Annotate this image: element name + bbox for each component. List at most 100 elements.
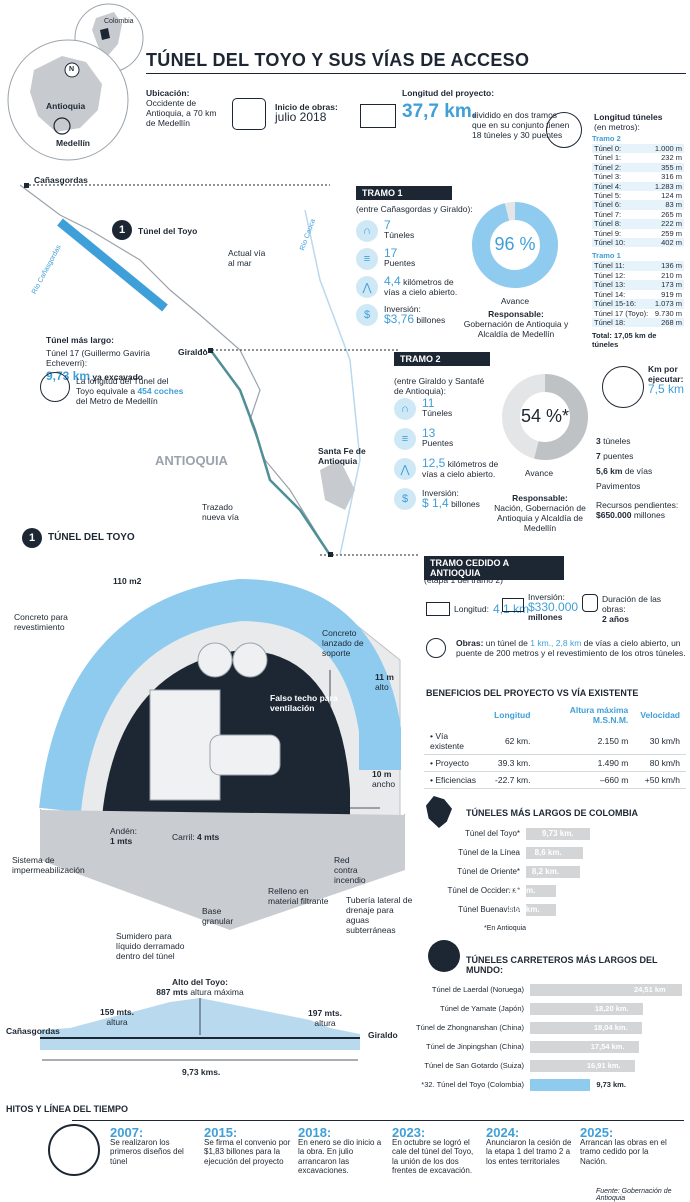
tramo1-km-n: 4,4: [384, 274, 401, 288]
tramo1-tuneles-n: 7: [384, 218, 391, 232]
tramo2-resp: Responsable: Nación, Gobernación de Anti…: [484, 493, 596, 533]
map-actual-via: Actual vía al mar: [228, 248, 266, 268]
mundo-tuneles-title: TÚNELES CARRETEROS MÁS LARGOS DEL MUNDO:: [466, 955, 658, 975]
bar-category-label: Túnel de Zhongnanshan (China): [416, 1023, 524, 1032]
timeline-text: Arrancan las obras en el tramo cedido po…: [580, 1137, 667, 1166]
timeline-text: En octubre se logró el cale del túnel de…: [392, 1137, 474, 1176]
tramo2-donut: [502, 374, 588, 460]
tunnel-length-value: 210 m: [661, 270, 682, 280]
bar-category-label: *32. Túnel del Toyo (Colombia): [421, 1080, 524, 1089]
perfil-right-text: altura: [314, 1018, 336, 1028]
tramo1-inv-unit: billones: [416, 315, 446, 325]
table-cell: • Eficiencias: [424, 771, 489, 789]
cedido-obras-1: un túnel de: [485, 638, 528, 648]
perfil-left-text: altura: [106, 1017, 128, 1027]
cedido-inv-label: Inversión:: [528, 592, 565, 602]
tunnel-length-value: 268 m: [661, 317, 682, 327]
bar-value-label: 18,04 km.: [593, 1023, 628, 1032]
bar-value-label: 8,2 km.: [531, 867, 560, 876]
tunel-ancho-n: 10 m: [372, 769, 392, 779]
tramo2-puentes: Puentes: [422, 438, 454, 448]
bar-value-label: 16,91 km.: [586, 1061, 621, 1070]
tunnel-length-row: Túnel 18:268 m: [592, 317, 684, 328]
tramo1-resp: Responsable: Gobernación de Antioquia y …: [460, 309, 572, 339]
timeline-item: 2007:Se realizaron los primeros diseños …: [110, 1125, 198, 1166]
locator-map-svg: [7, 3, 144, 161]
road-icon: ⋀: [394, 458, 416, 480]
globe-icon: [428, 940, 460, 972]
timeline-year: 2007:: [110, 1125, 144, 1140]
bar-value-label: 9,73 km.: [542, 829, 574, 838]
tunnel-name: Túnel 12:: [594, 270, 626, 280]
tunnel-length-row: Túnel 7:265 m: [592, 209, 684, 220]
tunnel-name: Túnel 15-16:: [594, 299, 637, 309]
tunel-anden: Andén:1 mts: [110, 826, 137, 846]
money-icon: $: [356, 304, 378, 326]
beneficios-header: Longitud: [494, 710, 531, 720]
bar: [526, 828, 590, 840]
tunel-concreto-rev: Concreto para revestimiento: [14, 612, 68, 632]
bar-category-label: Túnel de San Gotardo (Suiza): [424, 1061, 524, 1070]
perfil-alto-text: altura máxima: [190, 987, 244, 997]
bar-row: Túnel de San Gotardo (Suiza) 16,91 km.: [416, 1058, 686, 1077]
tunnel-name: Túnel 5:: [594, 191, 622, 201]
largo-text: Túnel 17 (Guillermo Gaviria Echeverri):: [46, 348, 150, 368]
hitos-line: [72, 1120, 684, 1121]
bar-row: Túnel de Yamate (Japón)18,20 km.: [416, 1001, 686, 1020]
perfil-right-place: Giraldo: [368, 1030, 398, 1040]
tunnel-length-value: 173 m: [661, 280, 682, 290]
timeline-item: 2025:Arrancan las obras en el tramo cedi…: [580, 1126, 668, 1166]
bar-category-label: Túnel de la Línea: [458, 848, 520, 857]
bar-category-label: Túnel de Yamate (Japón): [440, 1004, 524, 1013]
tramo1-donut: [472, 202, 558, 288]
tunnel-length-row: Túnel 1:232 m: [592, 153, 684, 163]
tunel-carril: Carril: 4 mts: [172, 832, 219, 842]
tramo2-resp-label: Responsable:: [512, 493, 568, 503]
map-tunel-toyo: Túnel del Toyo: [138, 226, 198, 236]
tramo1-km: kilómetros de vías a cielo abierto.: [384, 277, 458, 297]
tramo2-sub: (entre Giraldo y Santafé de Antioquia):: [394, 376, 485, 396]
tunnel-length-value: 136 m: [661, 261, 682, 271]
perfil-dist: 9,73 kms.: [182, 1067, 221, 1077]
longitud-value: 37,7 km.: [402, 101, 477, 122]
tunel-carril-label: Carril:: [172, 832, 195, 842]
cedido-inv-value: $330.000: [528, 600, 579, 614]
perfil-left-value: 159 mts.: [100, 1007, 135, 1017]
timeline-text: Anunciaron la cesión de la etapa 1 del t…: [486, 1137, 572, 1166]
cedido-obras: Obras: un túnel de 1 km., 2,8 km de vías…: [456, 638, 686, 658]
bridge-icon: ≡: [356, 248, 378, 270]
timeline-item: 2018:En enero se dio inicio a la obra. E…: [298, 1125, 386, 1176]
tramo2-inv-unit: billones: [451, 499, 480, 509]
perfil-right-value: 197 mts.: [308, 1008, 343, 1018]
tunnel-length-value: 259 m: [661, 228, 682, 238]
bar-category-label: Túnel de Jinpingshan (China): [426, 1042, 524, 1051]
por-ejecutar-item: 5,6 km de vías: [596, 466, 653, 476]
antioquia-map-label: Antioquia: [46, 101, 86, 111]
tunnel-length-value: 402 m: [661, 238, 682, 248]
perfil-right: 197 mts.altura: [308, 1008, 342, 1028]
map-canasgordas: Cañasgordas: [34, 175, 88, 185]
tunnel-name: Túnel 4:: [594, 181, 622, 191]
tunnel-illustration: [39, 578, 406, 930]
metro-pre: La longitud del Túnel del Toyo equivale …: [76, 376, 169, 396]
bar-value-label: 8,6 km.: [534, 848, 562, 857]
tunnel-length-value: 265 m: [661, 209, 682, 219]
tunnel-length-value: 316 m: [661, 172, 682, 182]
map-trazado: Trazado nueva vía: [202, 502, 239, 522]
bar-row: Túnel de la Línea 8,6 km.: [424, 845, 686, 864]
bar-category-label: Túnel Buenavista: [458, 905, 520, 914]
table-cell: 80 km/h: [634, 754, 686, 772]
table-cell: +50 km/h: [634, 771, 686, 789]
table-cell: • Proyecto: [424, 754, 489, 772]
bar: [526, 847, 583, 859]
tunnel-length-icon: [546, 112, 582, 148]
bar-category-label: Túnel de Oriente*: [457, 867, 520, 876]
tramo2-inv-label: Inversión:: [422, 488, 459, 498]
table-cell: 2.150 m: [536, 728, 635, 755]
timeline-year: 2018:: [298, 1125, 332, 1140]
tunnel-name: Túnel 6:: [594, 200, 622, 210]
